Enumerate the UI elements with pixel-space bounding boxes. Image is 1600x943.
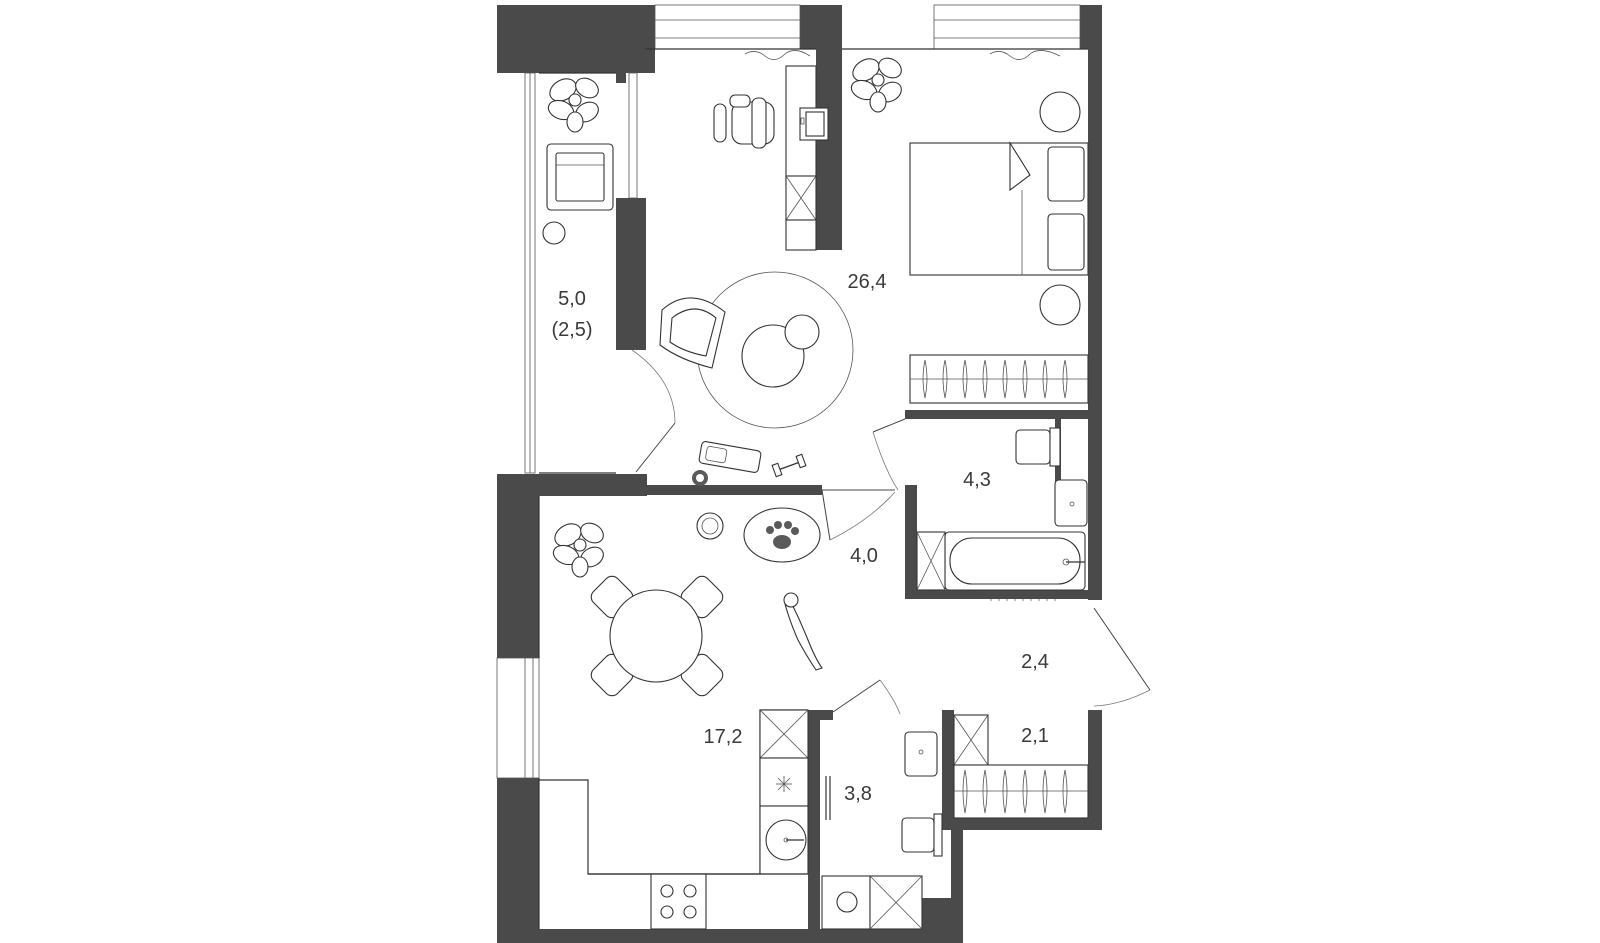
cabinet-icon <box>785 175 817 251</box>
dog-icon <box>783 592 823 671</box>
sink-icon <box>904 731 938 777</box>
washing-machine-icon <box>916 531 946 591</box>
curtain <box>989 50 1061 60</box>
side-table-icon <box>542 221 566 245</box>
room-area-wardrobe: 2,1 <box>1021 725 1049 747</box>
room-area-balcony: 5,0 <box>558 288 586 310</box>
curtain <box>744 50 811 60</box>
room-area-hall: 4,0 <box>850 545 878 567</box>
bed-icon <box>909 141 1089 276</box>
wardrobe-icon <box>909 354 1089 404</box>
side-table-icon <box>784 314 820 350</box>
plant-icon <box>547 77 599 133</box>
kitchen-counter <box>539 709 809 875</box>
plant-icon <box>850 57 902 113</box>
room-outlines <box>538 48 1088 929</box>
room-area-balcony-reduced: (2,5) <box>551 319 592 341</box>
bowl-icon <box>696 512 724 540</box>
dining-table-icon <box>590 575 724 697</box>
room-area-wc: 3,8 <box>844 783 872 805</box>
nightstand-icon <box>1039 91 1081 133</box>
stove-icon <box>650 873 707 930</box>
wardrobe-icon <box>953 714 1089 819</box>
sink-icon <box>765 819 807 861</box>
lounge-chair-icon <box>659 297 726 369</box>
plant-icon <box>552 522 604 578</box>
armchair-icon <box>546 143 614 211</box>
fridge-icon <box>776 776 792 792</box>
nightstand-icon <box>1039 284 1081 326</box>
washing-machine-icon <box>821 875 923 930</box>
toilet-icon <box>1015 427 1061 467</box>
toilet-icon <box>901 813 943 857</box>
sink-icon <box>1054 479 1088 527</box>
dumbbell-icon <box>692 441 807 486</box>
room-area-living: 26,4 <box>848 271 887 293</box>
bathtub-icon <box>944 531 1086 591</box>
laptop-icon <box>799 107 829 141</box>
room-area-kitchen: 17,2 <box>704 726 743 748</box>
room-area-entrance: 2,4 <box>1021 651 1049 673</box>
doors <box>631 349 1151 715</box>
office-chair-icon <box>713 94 775 149</box>
paw-rug-icon <box>743 507 821 563</box>
room-area-bathroom: 4,3 <box>963 469 991 491</box>
